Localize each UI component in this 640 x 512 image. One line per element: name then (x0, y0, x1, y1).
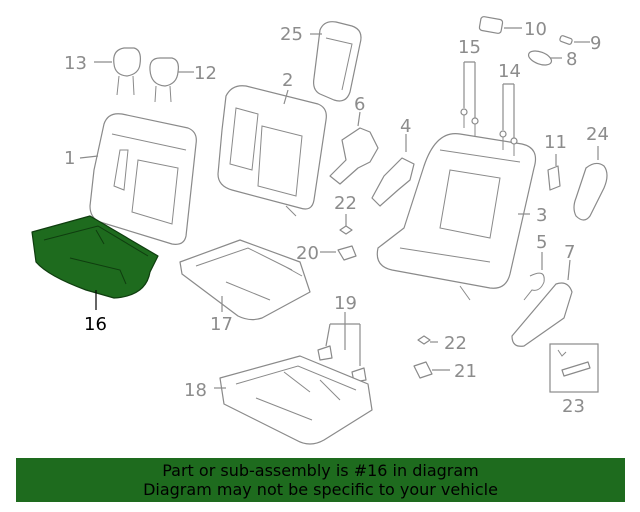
callout-20: 20 (296, 243, 319, 264)
callout-19: 19 (334, 293, 357, 314)
seat-pan-part-17[interactable] (179, 239, 311, 321)
seat-cushion-part-16-highlighted[interactable] (31, 215, 159, 299)
callout-3: 3 (536, 205, 547, 226)
clip-part-10[interactable] (478, 16, 504, 34)
callout-9: 9 (590, 33, 601, 54)
kit-box-part-23[interactable] (549, 343, 599, 393)
spring-part-5[interactable] (523, 272, 545, 301)
banner-line-part-number: Part or sub-assembly is #16 in diagram (162, 461, 479, 480)
clip-part-8[interactable] (527, 48, 554, 67)
callout-6: 6 (354, 94, 365, 115)
seat-back-frame-part-2[interactable] (217, 85, 327, 217)
clip-part-21[interactable] (413, 361, 433, 379)
callout-13: 13 (64, 53, 87, 74)
callout-21: 21 (454, 361, 477, 382)
callout-15: 15 (458, 37, 481, 58)
callout-22-lower: 22 (444, 333, 467, 354)
clip-part-20[interactable] (337, 245, 357, 261)
lower-frame-part-18[interactable] (219, 355, 373, 445)
callout-18: 18 (184, 380, 207, 401)
info-banner: Part or sub-assembly is #16 in diagram D… (16, 458, 625, 502)
clip-part-22-upper[interactable] (339, 225, 353, 235)
callout-16: 16 (84, 314, 107, 335)
callout-2: 2 (282, 70, 293, 91)
backrest-panel-part-25[interactable] (313, 21, 362, 102)
seat-back-part-1[interactable] (89, 113, 197, 245)
bolts-part-14[interactable] (499, 130, 518, 156)
callout-5: 5 (536, 232, 547, 253)
exploded-parts-diagram: 13 12 1 2 25 6 4 3 10 9 8 15 14 11 24 5 … (31, 16, 609, 445)
callout-25: 25 (280, 24, 303, 45)
callout-12: 12 (194, 63, 217, 84)
callout-17: 17 (210, 314, 233, 335)
seat-frame-part-3[interactable] (376, 133, 537, 301)
callout-11: 11 (544, 132, 567, 153)
callout-10: 10 (524, 19, 547, 40)
bracket-part-6[interactable] (329, 127, 379, 185)
headrest-part-12[interactable] (149, 57, 179, 103)
callout-14: 14 (498, 61, 521, 82)
callout-4: 4 (400, 116, 411, 137)
clip-part-9[interactable] (559, 35, 573, 45)
callout-22-upper: 22 (334, 193, 357, 214)
leader-lines (79, 27, 599, 389)
banner-line-disclaimer: Diagram may not be specific to your vehi… (143, 480, 498, 499)
side-trim-part-24[interactable] (573, 162, 608, 221)
callout-8: 8 (566, 49, 577, 70)
callout-7: 7 (564, 242, 575, 263)
lever-trim-part-7[interactable] (511, 282, 573, 347)
trim-part-11[interactable] (547, 165, 561, 191)
callout-24: 24 (586, 124, 609, 145)
callout-23: 23 (562, 396, 585, 417)
headrest-part-13[interactable] (113, 47, 141, 96)
bracket-part-4[interactable] (371, 157, 415, 207)
callout-1: 1 (64, 148, 75, 169)
clip-part-22-lower[interactable] (417, 335, 431, 345)
